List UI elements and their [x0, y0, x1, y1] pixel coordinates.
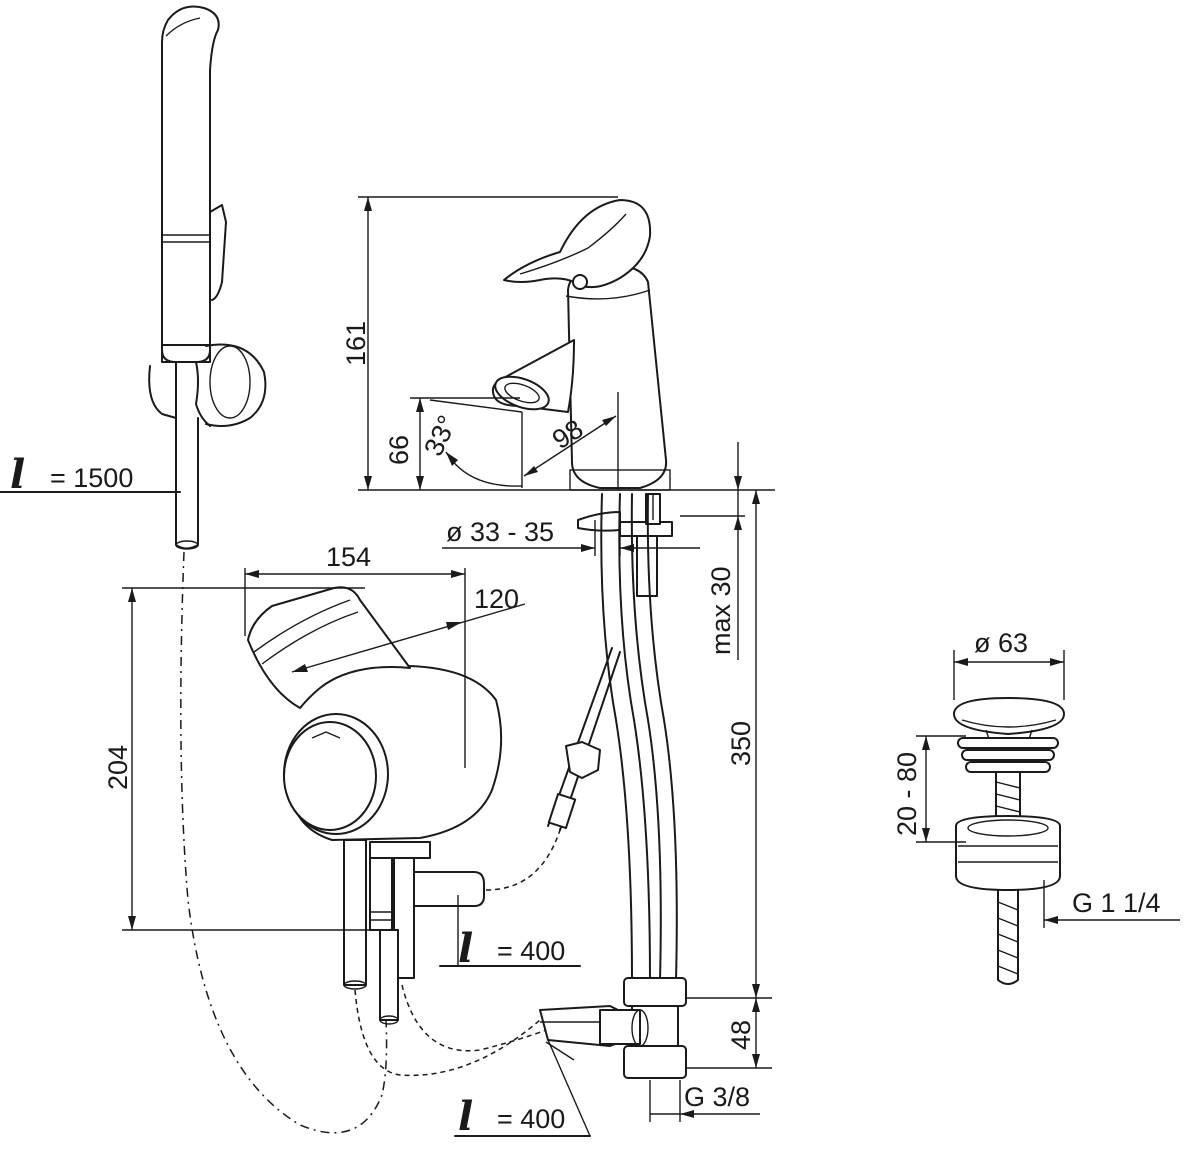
- diameter-33-35-label: ø 33 - 35: [446, 517, 554, 547]
- shower-hose-path: [180, 551, 388, 1134]
- thread-g-3-8-label: G 3/8: [684, 1082, 750, 1112]
- dim-204-label: 204: [103, 745, 133, 790]
- basin-mixer: [491, 199, 673, 597]
- diameter-63-label: ø 63: [974, 628, 1028, 658]
- range-20-80: 20 - 80: [892, 735, 966, 843]
- angle-valve: [539, 977, 687, 1079]
- dim-48-label: 48: [726, 1020, 756, 1050]
- dimension-48: 48: [686, 998, 772, 1069]
- angle-33: 33°: [418, 399, 523, 488]
- hose-length-1500-callout: l = 1500: [0, 451, 181, 498]
- dimension-154: 154: [244, 542, 466, 768]
- dimension-max-30: max 30: [680, 442, 745, 660]
- dimension-120: 120: [291, 584, 526, 673]
- angle-33-label: 33°: [418, 411, 462, 461]
- dim-66-label: 66: [384, 435, 414, 465]
- dim-161-label: 161: [341, 321, 371, 366]
- thread-g-1-1-4: G 1 1/4: [1043, 880, 1180, 928]
- pop-up-waste: [953, 697, 1065, 985]
- diameter-33-35: ø 33 - 35: [442, 517, 700, 556]
- thread-g-3-8: G 3/8: [649, 1080, 760, 1122]
- hose-400-lower-label: = 400: [497, 1104, 565, 1134]
- range-20-80-label: 20 - 80: [892, 752, 922, 836]
- hand-shower: [148, 5, 267, 550]
- dimension-66: 66: [384, 397, 520, 490]
- dim-154-label: 154: [326, 542, 371, 572]
- thread-g-1-1-4-label: G 1 1/4: [1072, 888, 1161, 918]
- max-30-label: max 30: [706, 566, 736, 655]
- ell-symbol: l: [10, 451, 25, 498]
- dim-120-label: 120: [474, 584, 519, 614]
- valve-hose-lower-2: [401, 984, 547, 1052]
- thermostatic-valve: [247, 586, 503, 1025]
- ell-symbol-3: l: [458, 1093, 473, 1140]
- dimension-350: 350: [686, 490, 772, 999]
- hose-length-1500-label: = 1500: [50, 463, 133, 493]
- dimension-204: 204: [103, 587, 375, 931]
- dim-350-label: 350: [726, 721, 756, 766]
- valve-to-tap-hose: [485, 829, 561, 891]
- flex-hoses: [547, 493, 678, 981]
- hose-400-upper-callout: l = 400: [439, 895, 581, 972]
- hose-400-lower-callout: l = 400: [454, 1039, 591, 1140]
- valve-hose-lower-1: [354, 989, 541, 1077]
- diameter-63: ø 63: [953, 628, 1065, 700]
- dimension-161: 161: [341, 196, 775, 491]
- ell-symbol-2: l: [458, 925, 473, 972]
- hose-400-upper-label: = 400: [497, 936, 565, 966]
